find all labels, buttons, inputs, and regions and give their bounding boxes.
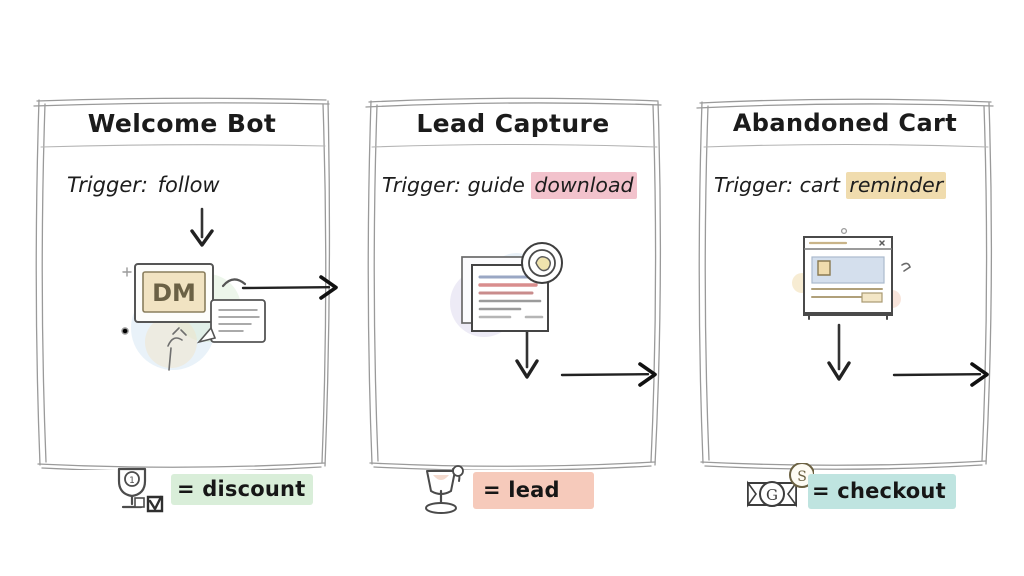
trigger-value-highlight: download [531, 172, 637, 199]
trigger-value-plain: guide [467, 173, 532, 197]
trigger-text-welcome: Trigger: follow [67, 173, 223, 197]
trigger-prefix: Trigger: [67, 173, 148, 197]
document-form-badge-icon [450, 242, 563, 337]
trigger-value-highlight: reminder [846, 172, 947, 199]
svg-text:G: G [766, 486, 778, 504]
svg-text:DM: DM [152, 279, 196, 307]
trigger-prefix: Trigger: [382, 173, 462, 197]
card-title: Welcome Bot [87, 109, 277, 138]
flow-arrow-right [241, 275, 338, 300]
card-title: Abandoned Cart [732, 109, 958, 137]
result-label: = discount [171, 473, 314, 505]
flow-arrow-down [190, 207, 214, 247]
trigger-text-lead: Trigger: guide download [382, 172, 637, 199]
flow-arrow-down [515, 325, 539, 379]
workflow-card-lead-capture[interactable]: Lead Capture Trigger: guide download [364, 95, 662, 514]
trigger-prefix: Trigger: [714, 173, 794, 197]
trigger-value-plain: cart [799, 173, 847, 197]
workflow-card-abandoned-cart[interactable]: Abandoned Cart Trigger: cart reminder [696, 95, 994, 509]
browser-cart-window-icon [792, 227, 911, 320]
trigger-text-cart: Trigger: cart reminder [714, 172, 947, 199]
dm-message-card-icon: DM [121, 263, 266, 371]
result-row-lead: = lead [417, 463, 594, 517]
trophy-checkbox-icon: 1 [117, 467, 164, 513]
trigger-value: follow [157, 173, 220, 197]
card-title: Lead Capture [416, 109, 610, 138]
svg-text:S: S [797, 469, 807, 485]
result-row-checkout: G S = checkout [744, 463, 956, 519]
result-label: = lead [473, 471, 594, 509]
flow-arrow-down [827, 323, 851, 381]
cocktail-glass-icon [425, 465, 464, 514]
flow-arrow-right [560, 362, 657, 387]
svg-text:1: 1 [129, 476, 135, 486]
flow-arrow-right [892, 362, 989, 387]
result-row-discount: 1 = discount [111, 463, 314, 515]
result-label: = checkout [808, 473, 956, 509]
banknote-coin-icon: G S [747, 463, 814, 508]
workflow-card-welcome-bot[interactable]: Welcome Bot Trigger: follow [33, 95, 338, 513]
